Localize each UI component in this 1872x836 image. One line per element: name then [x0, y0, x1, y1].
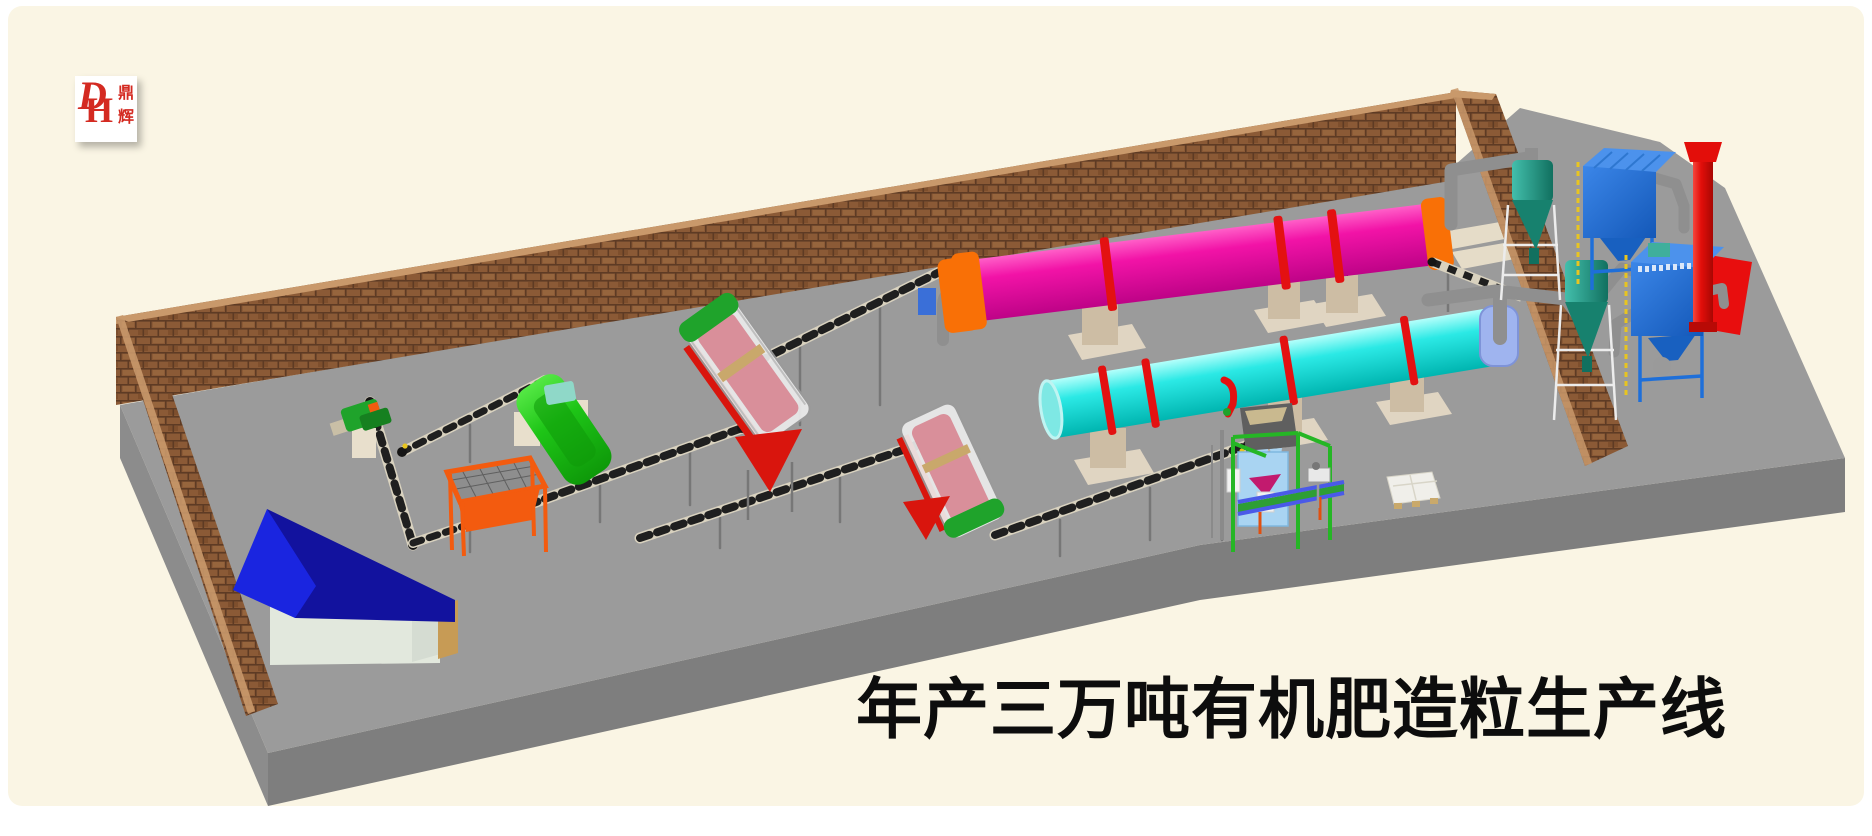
bag-pallet [1386, 471, 1441, 509]
conveyor-dryer-feed [751, 256, 966, 427]
pipe-filter1-outlet [1649, 172, 1690, 234]
filter1-hopper [1600, 234, 1648, 261]
logo-company-char-top: 鼎 [117, 85, 134, 102]
conveyor-packing-feed [989, 439, 1254, 558]
guard-house-roof-right [267, 509, 455, 622]
logo-company-char-bottom: 辉 [117, 109, 134, 126]
chain-crusher [514, 374, 612, 485]
platform-left-face [120, 405, 268, 806]
filter2-hopper [1648, 334, 1696, 361]
drum-granulator-2 [896, 402, 1005, 540]
concrete-platform [120, 108, 1845, 806]
company-logo: D H 鼎 辉 [75, 76, 137, 142]
bag-belt-rail [1237, 480, 1345, 504]
packing-station [1211, 403, 1345, 552]
drum-granulator-1 [679, 292, 811, 520]
guard-house [233, 509, 458, 665]
left-brick-wall [116, 315, 278, 716]
cyclone1-frame [1499, 204, 1562, 301]
logo-monogram-h: H [85, 90, 114, 130]
floor-pad [1452, 242, 1520, 269]
chimney-cap [1684, 142, 1722, 162]
chain-crusher-small [329, 399, 392, 458]
granulator2-drum [911, 414, 993, 529]
cyclone1-cone [1512, 200, 1553, 250]
dryer-shell [959, 201, 1451, 323]
packing-funnel [1249, 474, 1281, 497]
exhaust-chimney [1684, 142, 1722, 332]
platform-top-surface [120, 108, 1845, 753]
dryer-riding-ring [1273, 215, 1291, 290]
cooler-end-cap [1038, 379, 1064, 440]
chute-valve [1223, 408, 1231, 416]
bag-filter-dust-collector-1 [1576, 148, 1676, 290]
guard-house-roof-left [233, 509, 316, 618]
granulator1-discharge-funnel [735, 429, 802, 492]
cyclone-separator-1 [1499, 148, 1562, 301]
filter1-lid [1583, 148, 1676, 172]
bag-sewing-machine [1307, 467, 1331, 483]
crusher-inlet-box [543, 381, 577, 405]
aux-fan-unit [1648, 243, 1670, 257]
cooler-riding-ring [1279, 335, 1298, 406]
cyclone2-body [1565, 260, 1608, 304]
filter1-box [1583, 166, 1656, 238]
granulator2-end-ring [943, 498, 1005, 538]
pier [1312, 266, 1386, 327]
perimeter-walls [116, 92, 1456, 716]
cyclone1-body [1512, 160, 1553, 202]
cyclone2-cone [1565, 302, 1608, 358]
bag-belt-rail [1237, 491, 1345, 516]
cooler-shell [1043, 308, 1499, 439]
hopper-material [1245, 407, 1287, 425]
feeder-hopper-body [458, 488, 540, 532]
cooler-red-chute [1220, 376, 1238, 418]
filter2-legs [1638, 332, 1704, 402]
filter2-valve-row [1638, 263, 1691, 272]
filter2-fan [1653, 357, 1671, 375]
granulator2-discharge-funnel [903, 496, 950, 540]
cooler-riding-ring [1399, 315, 1419, 386]
chimney-base [1689, 322, 1717, 332]
cooler-riding-ring [1141, 358, 1160, 428]
cooler-riding-ring [1098, 365, 1117, 436]
platform-front-face [268, 458, 1845, 806]
pipe-filter2-elbow [1608, 306, 1642, 358]
burner-panel [918, 288, 936, 315]
granulator1-drum [698, 313, 799, 433]
chimney-shaft [1693, 158, 1713, 330]
production-line-title: 年产三万吨有机肥造粒生产线 [856, 672, 1727, 746]
logo-monogram-d: D [78, 73, 107, 118]
dryer-riding-ring [1099, 237, 1118, 312]
floor-pad [1442, 222, 1510, 249]
batching-feeder-hopper [443, 455, 549, 557]
back-brick-wall [116, 92, 1456, 405]
dryer-feed-hood [937, 257, 979, 333]
granulator1-end-ring [679, 292, 739, 343]
dryer-riding-ring [1327, 209, 1345, 284]
feeder-legs [448, 459, 548, 557]
